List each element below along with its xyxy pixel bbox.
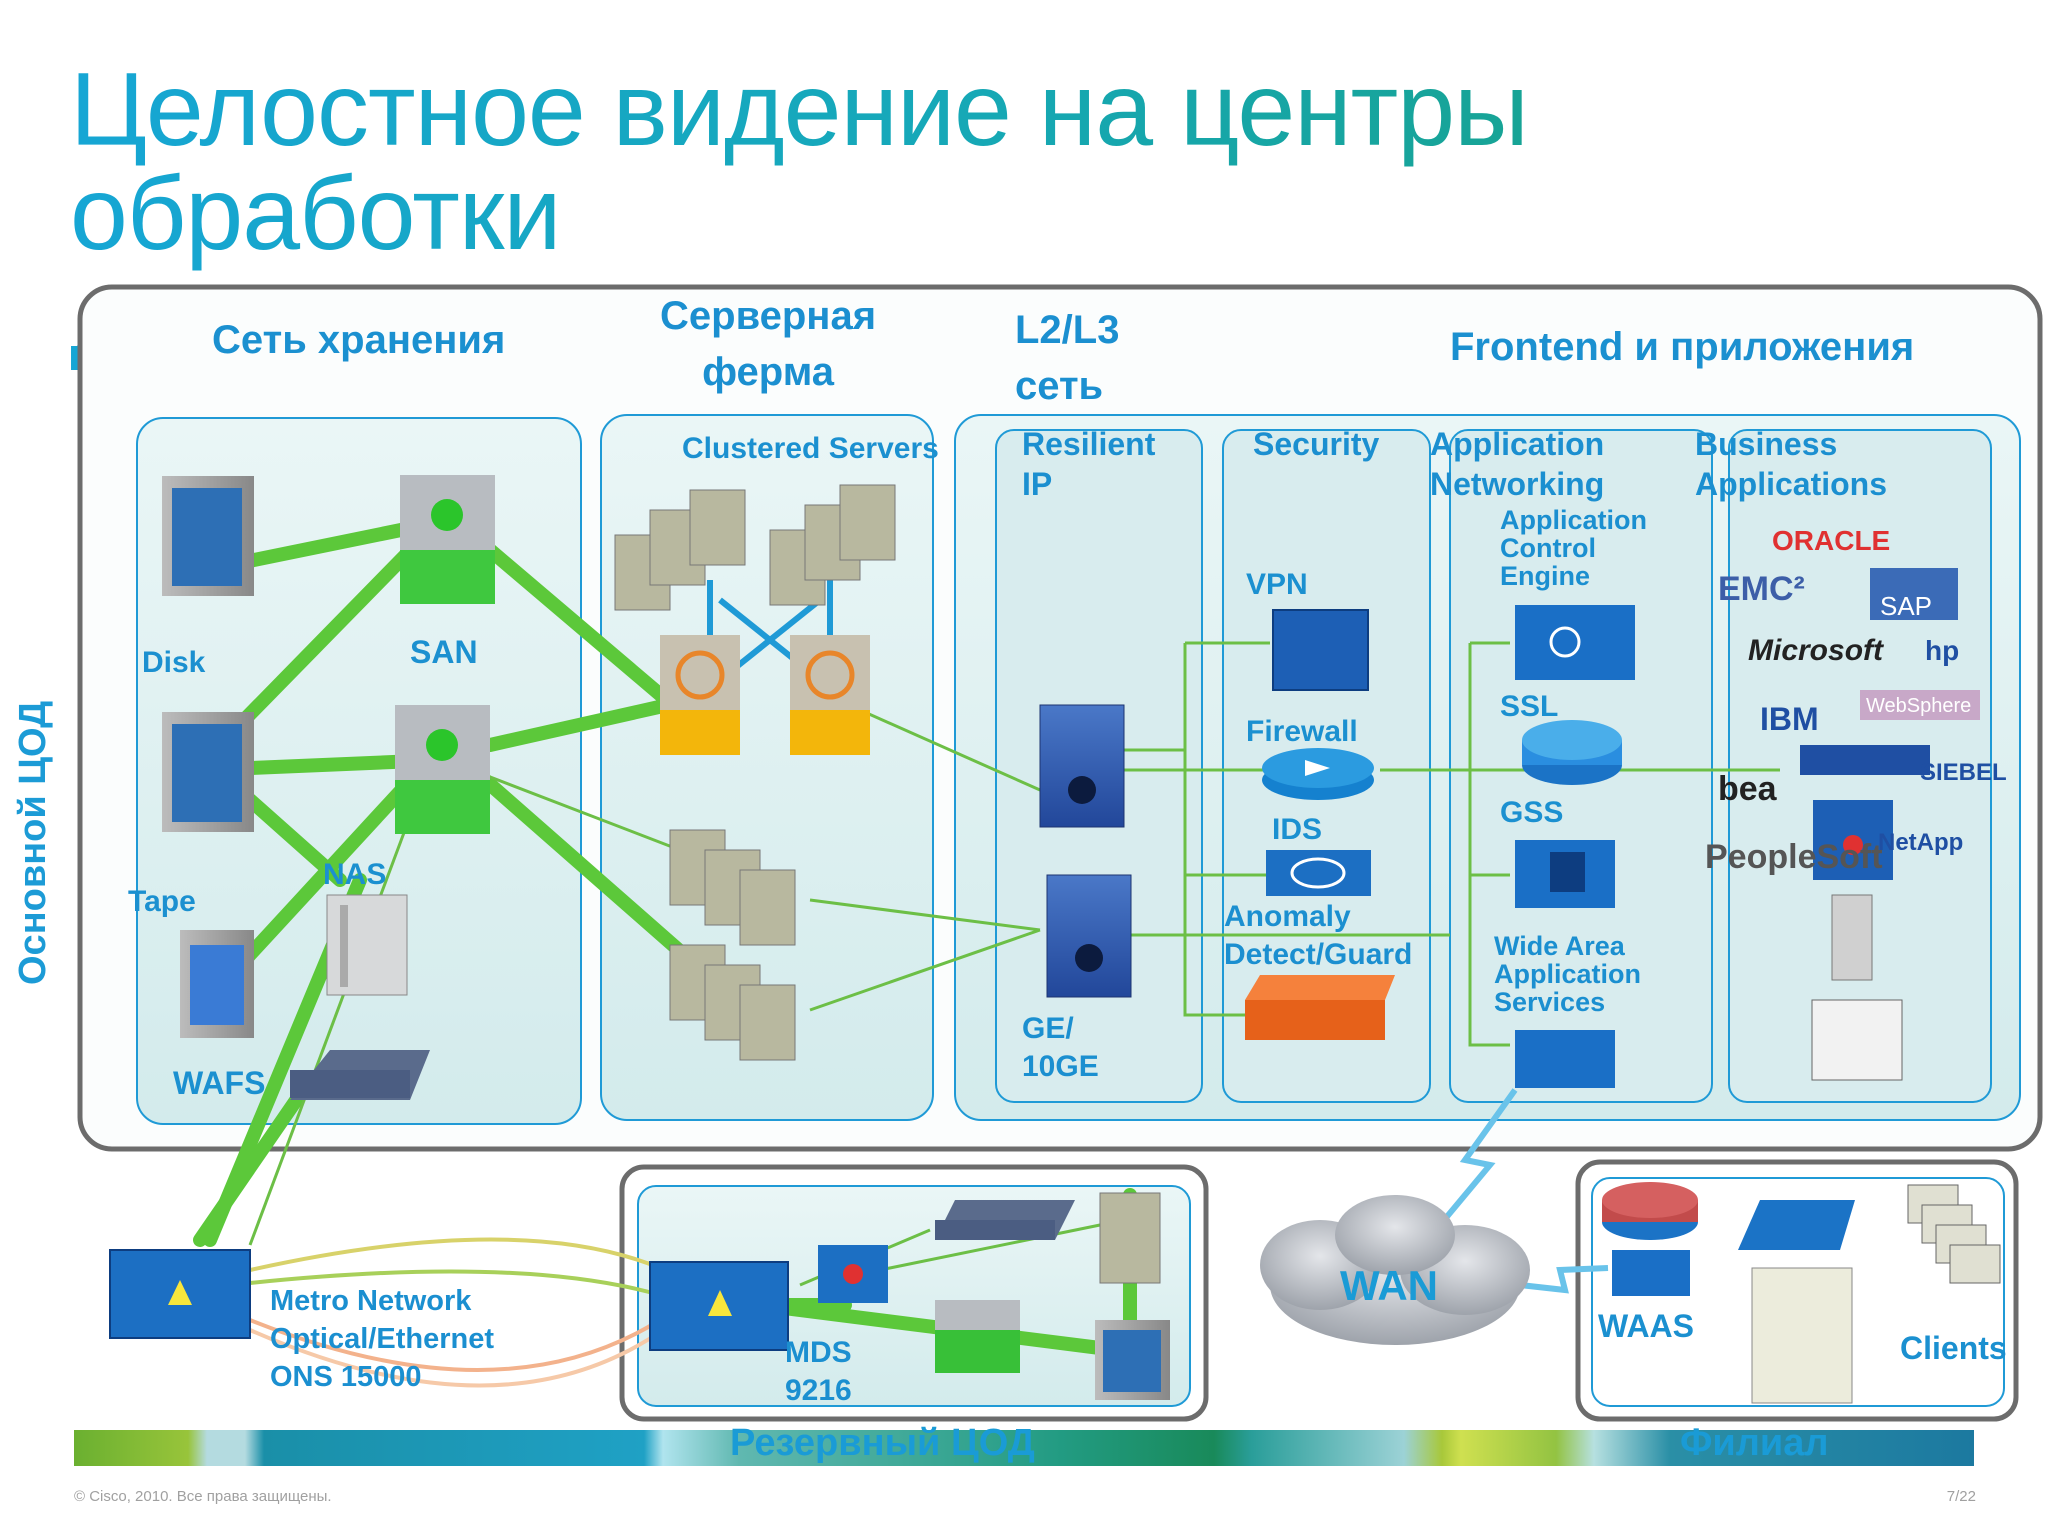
- branch-router-icon: [1602, 1182, 1698, 1296]
- san-switch-icon: [395, 475, 495, 834]
- label-gss: GSS: [1500, 796, 1564, 829]
- core-switch-icon: [1039, 704, 1132, 998]
- vendor-netapp: NetApp: [1878, 829, 1963, 856]
- vendor-logos: ORACLE EMC² Microsoft hp IBM bea SIEBEL …: [1705, 525, 2007, 876]
- label-ids: IDS: [1272, 813, 1323, 846]
- wafs-appliance-icon: [290, 1050, 430, 1100]
- vendor-oracle: ORACLE: [1772, 525, 1890, 556]
- backup-devices-icon: [818, 1192, 1170, 1400]
- page-number: 7/22: [1946, 1488, 1976, 1505]
- label-san: SAN: [410, 634, 478, 670]
- label-clients: Clients: [1900, 1330, 2007, 1366]
- label-nas: NAS: [323, 858, 387, 891]
- section-server-farm: Серверная ферма: [660, 294, 877, 394]
- vendor-websphere: WebSphere: [1866, 695, 1971, 717]
- label-vpn: VPN: [1246, 568, 1308, 601]
- sub-business-apps: Business Applications: [1695, 426, 1888, 502]
- vendor-sap: SAP: [1880, 591, 1932, 621]
- bottom-color-band: [74, 1430, 1974, 1466]
- branch-building-icon: [1751, 1267, 1853, 1404]
- tape-library-icon: [180, 930, 254, 1038]
- branch-switch-icon: [1738, 1200, 1855, 1250]
- sub-app-networking: Application Networking: [1430, 426, 1605, 502]
- label-mds: MDS 9216: [785, 1336, 852, 1407]
- label-wan: WAN: [1340, 1262, 1438, 1309]
- thin-green-links: [248, 641, 1780, 1287]
- metro-ons-icon: [109, 1249, 251, 1339]
- mds-switch-icon: [649, 1261, 789, 1351]
- label-ace: Application Control Engine: [1500, 505, 1647, 591]
- sap-logo-bg: [1870, 568, 1958, 620]
- app-server-icon: [1800, 745, 1930, 1081]
- wan-link-dc: [1437, 1088, 1518, 1227]
- disk-array-icon: [162, 476, 254, 832]
- label-ssl: SSL: [1500, 690, 1559, 723]
- server-farm-panel: [600, 414, 934, 1121]
- label-firewall: Firewall: [1246, 715, 1358, 748]
- vendor-microsoft: Microsoft: [1748, 634, 1885, 667]
- label-waas: WAAS: [1598, 1308, 1694, 1344]
- sub-security: Security: [1253, 426, 1380, 462]
- vpn-concentrator-icon: [1272, 609, 1369, 691]
- primary-dc-label: Основной ЦОД: [12, 700, 54, 985]
- vendor-hp: hp: [1925, 635, 1959, 666]
- optical-arcs: [249, 1237, 662, 1388]
- label-disk: Disk: [142, 646, 206, 679]
- clustered-servers-icon: [614, 484, 896, 1061]
- nas-icon: [326, 894, 408, 996]
- anomaly-guard-icon: [1245, 975, 1395, 1040]
- label-ge10ge: GE/ 10GE: [1022, 1012, 1099, 1083]
- label-waas-block: Wide Area Application Services: [1494, 931, 1641, 1017]
- sub-resilient-ip: Resilient IP: [1022, 426, 1156, 502]
- ssl-router-icon: [1522, 720, 1622, 785]
- section-l2l3: L2/L3 сеть: [1015, 308, 1120, 408]
- client-pcs-icon: [1907, 1184, 2001, 1284]
- firewall-icon: [1262, 748, 1374, 800]
- label-branch: Филиал: [1680, 1422, 1829, 1464]
- websphere-logo-bg: [1860, 690, 1980, 720]
- label-metro: Metro Network Optical/Ethernet ONS 15000: [270, 1285, 494, 1393]
- label-anomaly: Anomaly Detect/Guard: [1224, 900, 1413, 971]
- vendor-bea: bea: [1718, 770, 1778, 808]
- label-backup-dc: Резервный ЦОД: [730, 1422, 1035, 1464]
- wan-cloud-icon: [1260, 1195, 1530, 1345]
- section-frontend: Frontend и приложения: [1450, 325, 1915, 369]
- ace-module-icon: [1515, 605, 1635, 680]
- vendor-ibm: IBM: [1760, 701, 1819, 737]
- copyright: © Cisco, 2010. Все права защищены.: [74, 1488, 332, 1505]
- label-tape: Tape: [128, 885, 196, 918]
- wan-link-branch: [1519, 1265, 1609, 1294]
- gss-appliance-icon: [1515, 840, 1615, 908]
- label-wafs: WAFS: [173, 1065, 266, 1101]
- vendor-peoplesoft: PeopleSoft: [1705, 838, 1883, 876]
- ids-sensor-icon: [1266, 850, 1371, 896]
- waas-dc-icon: [1515, 1030, 1615, 1088]
- label-clustered-servers: Clustered Servers: [682, 432, 939, 465]
- section-storage: Сеть хранения: [212, 318, 506, 362]
- vendor-emc: EMC²: [1718, 570, 1805, 608]
- vendor-siebel: SIEBEL: [1920, 759, 2007, 786]
- cluster-switch-icon: [660, 635, 870, 755]
